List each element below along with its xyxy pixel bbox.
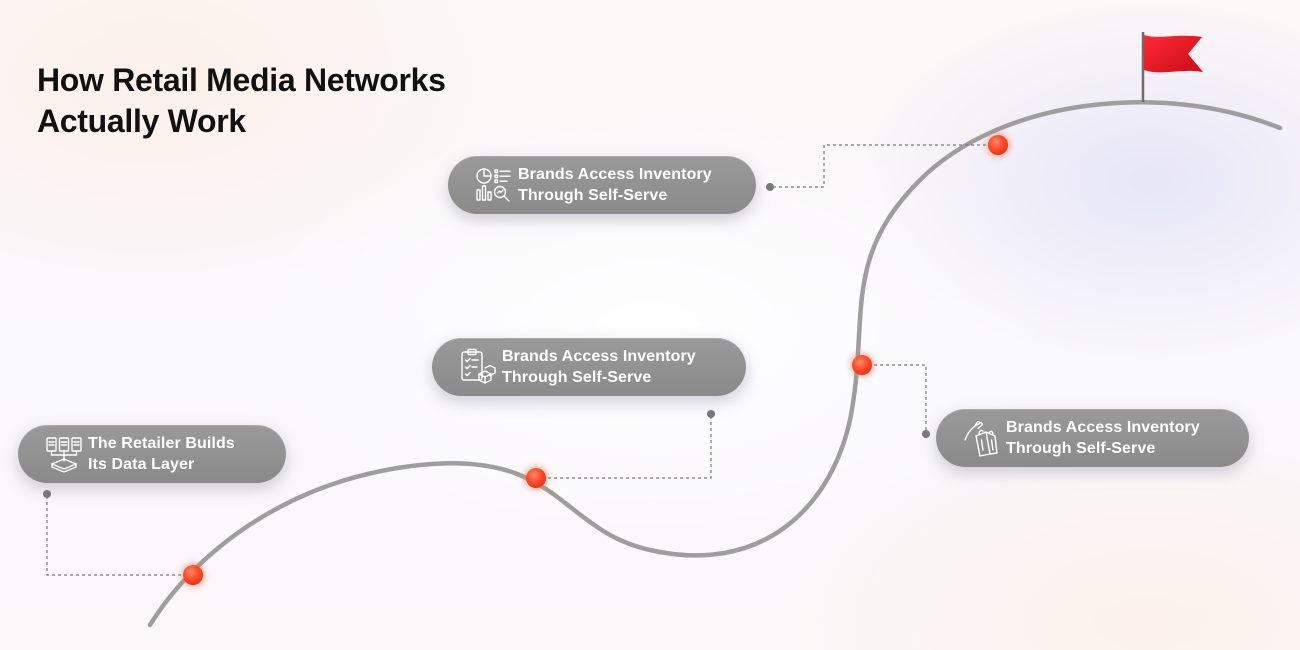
step-card-data-layer: The Retailer Builds Its Data Layer xyxy=(18,425,286,483)
milestone-dot-4 xyxy=(988,135,1008,155)
finish-flag-icon xyxy=(1141,32,1203,102)
step-4-line-1: Brands Access Inventory xyxy=(1006,419,1200,436)
connector-end-dot-4 xyxy=(922,430,930,438)
step-card-shopping: Brands Access Inventory Through Self-Ser… xyxy=(936,409,1249,467)
step-1-line-1: The Retailer Builds xyxy=(88,435,235,452)
data-servers-icon xyxy=(46,437,82,473)
step-card-checklist: Brands Access Inventory Through Self-Ser… xyxy=(432,338,746,396)
shopping-hand-icon xyxy=(964,420,998,457)
connector-end-dot-3 xyxy=(766,183,774,191)
step-2-line-1: Brands Access Inventory xyxy=(502,348,696,365)
page-title: How Retail Media Networks Actually Work xyxy=(37,60,557,142)
connector-step-4 xyxy=(862,364,927,434)
road-path xyxy=(147,100,1283,628)
connector-end-dot-2 xyxy=(707,410,715,418)
step-4-line-2: Through Self-Serve xyxy=(1006,440,1156,457)
title-line-2: Actually Work xyxy=(37,103,246,139)
step-card-analytics: Brands Access Inventory Through Self-Ser… xyxy=(448,156,756,214)
title-line-1: How Retail Media Networks xyxy=(37,62,446,98)
checklist-boxes-icon xyxy=(461,348,496,384)
analytics-dashboard-icon xyxy=(476,168,511,202)
milestone-dot-1 xyxy=(183,565,203,585)
connector-end-dot-1 xyxy=(43,490,51,498)
milestone-dot-2 xyxy=(526,468,546,488)
connector-step-3 xyxy=(770,144,998,188)
step-3-line-2: Through Self-Serve xyxy=(518,187,668,204)
connector-step-2 xyxy=(536,414,712,479)
step-3-line-1: Brands Access Inventory xyxy=(518,166,712,183)
step-2-line-2: Through Self-Serve xyxy=(502,369,652,386)
milestone-dot-3 xyxy=(852,355,872,375)
connector-step-1 xyxy=(46,495,193,576)
step-1-line-2: Its Data Layer xyxy=(88,456,195,473)
